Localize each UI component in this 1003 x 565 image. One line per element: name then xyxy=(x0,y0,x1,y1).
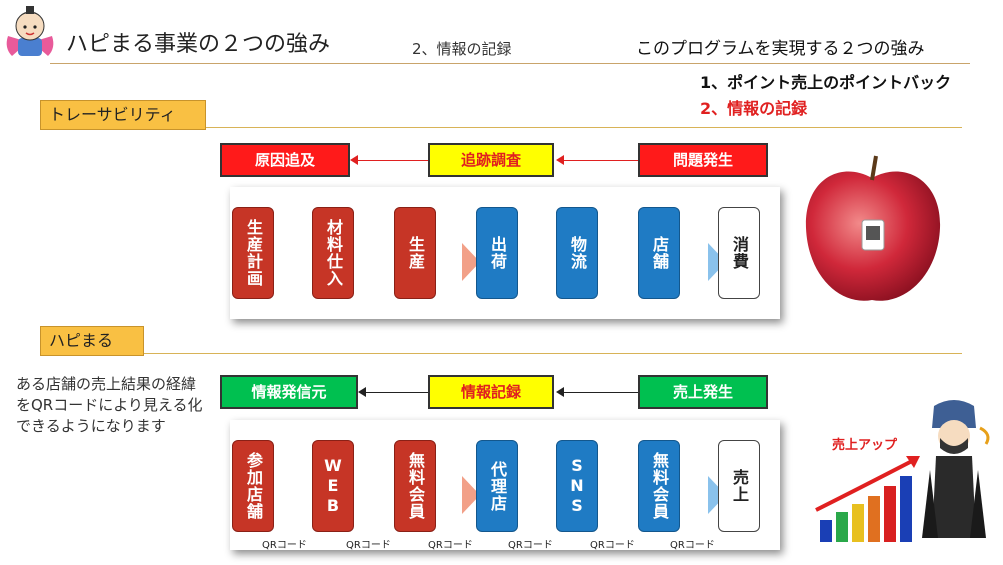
page-title: ハピまる事業の２つの強み xyxy=(66,32,331,57)
stage-participating-store: 参加店舗 xyxy=(232,440,274,532)
flow-arrow-1 xyxy=(356,160,428,161)
section-traceability-label: トレーサビリティ xyxy=(40,100,206,130)
stage-shipping: 出荷 xyxy=(476,207,518,299)
qr-label: QRコード xyxy=(590,540,635,551)
qr-label: QRコード xyxy=(670,540,715,551)
bowing-staff-image xyxy=(920,398,1000,548)
flow-box-tracking: 追跡調査 xyxy=(428,143,554,177)
section2-divider xyxy=(144,353,962,354)
flow-arrowhead-3 xyxy=(358,387,366,397)
qr-label: QRコード xyxy=(262,540,307,551)
stage-web: WEB xyxy=(312,440,354,532)
flow-arrowhead-1 xyxy=(350,155,358,165)
flow-band-red-head xyxy=(462,243,480,281)
stage-sales: 売上 xyxy=(718,440,760,532)
stage-store: 店舗 xyxy=(638,207,680,299)
qr-label: QRコード xyxy=(346,540,391,551)
strengths-title: このプログラムを実現する２つの強み xyxy=(636,39,925,59)
traceability-flow-panel: 生産計画 材料仕入 生産 出荷 物流 店舗 消費 xyxy=(230,187,780,319)
page-subtitle: 2、情報の記録 xyxy=(412,40,512,58)
stage-sns: SNS xyxy=(556,440,598,532)
flow-box-cause: 原因追及 xyxy=(220,143,350,177)
apple-image xyxy=(800,150,945,310)
growth-bars-icon xyxy=(815,456,920,542)
sales-up-illustration: 売上アップ xyxy=(806,430,936,545)
stage-production: 生産 xyxy=(394,207,436,299)
mascot-logo xyxy=(2,2,58,60)
qr-label: QRコード xyxy=(428,540,473,551)
stage-free-member-1: 無料会員 xyxy=(394,440,436,532)
flow-arrowhead-2 xyxy=(556,155,564,165)
flow-arrow-3 xyxy=(364,392,428,393)
flow-box-problem: 問題発生 xyxy=(638,143,768,177)
hapimaru-flow-panel: 参加店舗 WEB 無料会員 代理店 SNS 無料会員 売上 QRコード QRコー… xyxy=(230,420,780,551)
flow-arrow-4 xyxy=(562,392,638,393)
flow-band-red-2-head xyxy=(462,476,480,514)
stage-consumption: 消費 xyxy=(718,207,760,299)
stage-free-member-2: 無料会員 xyxy=(638,440,680,532)
section1-divider xyxy=(206,127,962,128)
flow-box-info-record: 情報記録 xyxy=(428,375,554,409)
stage-material-purchase: 材料仕入 xyxy=(312,207,354,299)
qr-label: QRコード xyxy=(508,540,553,551)
strength-point-1: 1、ポイント売上のポイントバック xyxy=(700,73,952,92)
sales-up-label: 売上アップ xyxy=(832,438,898,453)
flow-box-info-source: 情報発信元 xyxy=(220,375,358,409)
flow-arrowhead-4 xyxy=(556,387,564,397)
stage-logistics: 物流 xyxy=(556,207,598,299)
stage-production-plan: 生産計画 xyxy=(232,207,274,299)
title-underline xyxy=(50,63,970,64)
stage-agency: 代理店 xyxy=(476,440,518,532)
description-note: ある店舗の売上結果の経緯をQRコードにより見える化できるようになります xyxy=(16,375,203,435)
strength-point-2: 2、情報の記録 xyxy=(700,99,808,118)
section-hapimaru-label: ハピまる xyxy=(40,326,144,356)
flow-arrow-2 xyxy=(562,160,638,161)
flow-box-sales: 売上発生 xyxy=(638,375,768,409)
